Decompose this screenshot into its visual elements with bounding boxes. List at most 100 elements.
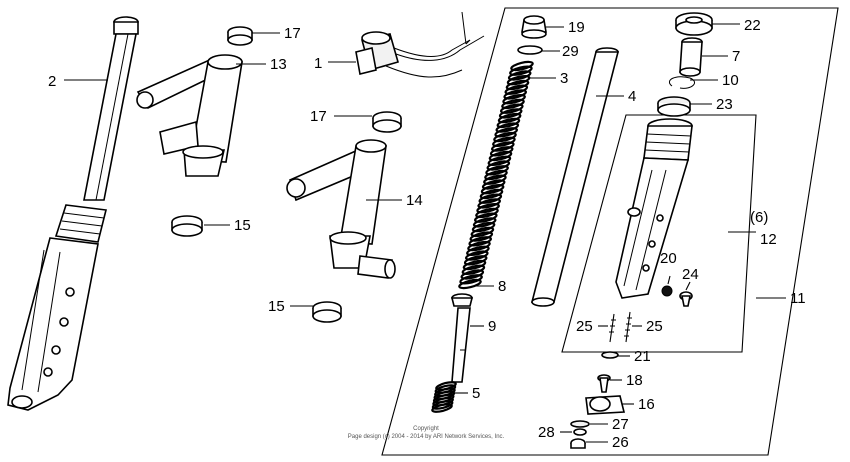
spring-coil	[472, 217, 497, 228]
top-bridge	[136, 54, 243, 177]
spring-coil	[483, 174, 507, 185]
callout-25-left: 25	[576, 318, 593, 335]
axle-holder	[585, 395, 626, 415]
callout-15-lower: 15	[268, 298, 285, 315]
ring-nut-lower	[312, 301, 342, 323]
fork-pipe	[530, 47, 620, 307]
callout-26: 26	[612, 434, 629, 451]
spring-coil	[496, 117, 521, 129]
callout-29: 29	[562, 43, 579, 60]
bolt-18	[597, 374, 611, 393]
callout-17-mid: 17	[310, 108, 327, 125]
stud-right	[624, 311, 632, 343]
callout-21: 21	[634, 348, 651, 365]
callout-25-right: 25	[646, 318, 663, 335]
spring-coil	[486, 160, 511, 171]
callout-28: 28	[538, 424, 555, 441]
spring-coil	[464, 250, 489, 261]
spring-coil	[504, 84, 529, 95]
spring-coil	[459, 274, 483, 285]
callout-2: 2	[48, 73, 56, 90]
subassembly-frame	[561, 114, 757, 353]
spring-coil	[488, 150, 513, 162]
spring-coil	[469, 231, 494, 242]
callout-16: 16	[638, 396, 655, 413]
spring-coil	[497, 112, 522, 124]
copyright-line-2: Page design (c) 2004 - 2014 by ARI Netwo…	[348, 434, 505, 440]
spring-coil	[462, 259, 487, 271]
callout-1: 1	[314, 55, 322, 72]
spring-coil	[466, 245, 490, 256]
spring-coil	[476, 203, 500, 214]
spring-coil	[478, 193, 503, 204]
assembly-frame	[381, 7, 839, 456]
spring-coil	[475, 207, 499, 219]
spring-coil	[470, 226, 495, 238]
spring-coil	[493, 131, 517, 143]
callout-23: 23	[716, 96, 733, 113]
spring-coil	[481, 179, 506, 190]
callout-14: 14	[406, 192, 423, 209]
callout-9: 9	[488, 318, 496, 335]
spring-coil	[458, 278, 482, 290]
spring-coil	[473, 212, 498, 223]
spring-coil	[494, 127, 519, 138]
o-ring	[517, 45, 543, 55]
bottom-bridge	[286, 139, 396, 279]
seal-collar	[679, 37, 703, 77]
spring-coil	[471, 221, 496, 233]
callout-18: 18	[626, 372, 643, 389]
callout-13: 13	[270, 56, 287, 73]
steering-nut-top	[227, 26, 253, 46]
leader-lines	[64, 23, 786, 443]
washer-28	[573, 428, 587, 436]
spring-coil	[498, 108, 523, 119]
callout-8: 8	[498, 278, 506, 295]
fork-cap-bolt	[521, 15, 547, 39]
spring-coil	[480, 184, 505, 195]
spring-coil	[463, 255, 488, 266]
dust-seal	[675, 12, 713, 36]
spring-coil	[489, 146, 514, 157]
axle-bolt	[679, 291, 693, 307]
fork-slider-left	[7, 204, 107, 411]
callout-24: 24	[682, 266, 699, 283]
spring-coil	[485, 165, 509, 176]
spring-coil	[509, 65, 533, 76]
rebound-spring	[431, 381, 457, 413]
spring-coil	[479, 188, 504, 200]
spring-coil	[492, 136, 516, 147]
fork-tube-left	[83, 16, 139, 201]
callout-19: 19	[568, 19, 585, 36]
callout-27: 27	[612, 416, 629, 433]
washer-27	[570, 420, 590, 428]
callout-12: 12	[760, 231, 777, 248]
spring-coil	[499, 103, 524, 114]
copyright-line-1: Copyright	[413, 426, 439, 432]
piston-seat	[450, 293, 474, 307]
callout-15-upper: 15	[234, 217, 251, 234]
oil-seal	[657, 96, 691, 117]
callout-17-top: 17	[284, 25, 301, 42]
callout-labels: 2 1 17 13 17 14 15 15 19 29 3 4 8 9 5 22…	[48, 17, 806, 451]
spring-coil	[431, 403, 453, 413]
spring-coil	[501, 98, 525, 110]
steering-nut-mid	[372, 111, 402, 133]
callout-5: 5	[472, 385, 480, 402]
callout-3: 3	[560, 70, 568, 87]
callout-6: (6)	[750, 209, 768, 226]
spring-coil	[505, 79, 530, 91]
spring-coil	[467, 240, 491, 252]
spring-coil	[510, 60, 534, 72]
ring-nut-upper	[171, 215, 203, 237]
washer-21	[601, 351, 619, 359]
spring-coil	[477, 198, 502, 209]
spring-coil	[502, 94, 526, 105]
fork-bottom-case	[615, 118, 693, 299]
callout-10: 10	[722, 72, 739, 89]
fork-spring	[458, 60, 534, 290]
drain-bolt	[661, 285, 673, 297]
fork-piston	[451, 307, 471, 383]
spring-coil	[484, 169, 508, 181]
